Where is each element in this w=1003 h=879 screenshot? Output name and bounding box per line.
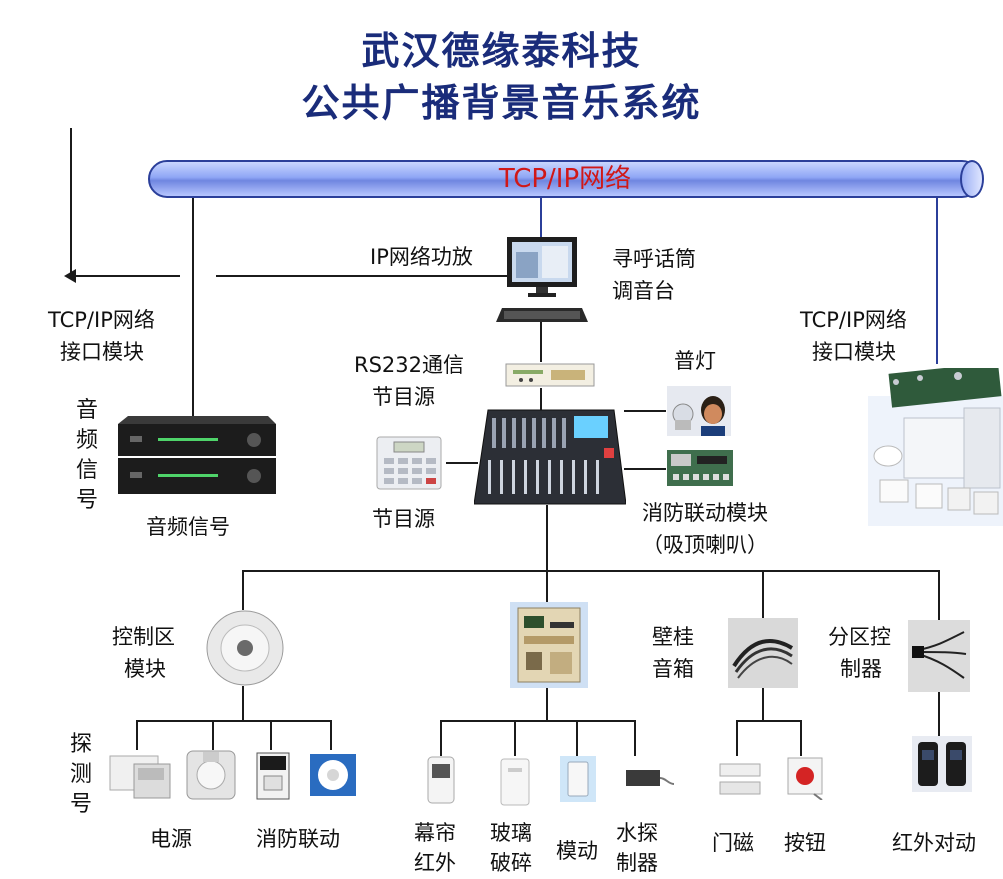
curtain-ir-label-2: 红外 [414,851,456,875]
strobe-light-icon [667,386,731,436]
audio-signal-vertical: 音 频 信 号 [74,396,100,516]
vert-char: 号 [69,792,92,817]
ir-beam-icon [912,736,972,792]
keypad-icon [376,436,442,490]
rs232-label-1: RS232通信 [354,353,465,377]
motion-label: 模动 [556,839,598,863]
paging-mic-label: 寻呼话筒 [612,247,696,271]
door-magnet-label: 门磁 [712,831,754,855]
curtain-ir-icon [426,756,456,804]
security-devices-icon [868,362,1003,526]
ceiling-speaker-label: （吸顶喇叭） [642,533,768,557]
vert-char: 音 [75,398,98,423]
detector-vertical: 探 测 号 [68,730,94,820]
button-label: 按钮 [784,831,826,855]
horn-speaker-icon [206,610,284,686]
fire-link-label: 消防联动 [256,827,340,851]
zone-controller-label-2: 制器 [840,657,882,681]
glass-break-label-1: 玻璃 [490,821,532,845]
ip-amp-label: IP网络功放 [370,245,473,269]
keyboard-icon [496,306,588,324]
power-label: 电源 [150,827,192,851]
program-source-label: 节目源 [372,507,435,531]
control-panel-icon [510,602,588,688]
vert-char: 信 [75,458,98,483]
cable-icon [728,618,798,688]
glass-break-icon [500,758,530,806]
vert-char: 测 [69,762,92,787]
smoke-detector-icon [310,754,356,796]
curtain-ir-label-1: 幕帘 [414,821,456,845]
vert-char: 探 [69,732,92,757]
strobe-label: 普灯 [674,349,716,373]
tcp-right-label-1: TCP/IP网络 [800,308,907,332]
fire-alarm-icon [256,752,290,800]
panic-button-icon [786,756,824,801]
tcp-right-label-2: 接口模块 [812,340,896,364]
zone-controller-label-1: 分区控 [828,625,891,649]
tcp-ip-network-pipe [148,160,981,198]
rs232-label-2: 节目源 [372,385,435,409]
mixer-console-label: 调音台 [612,279,675,303]
tcp-left-label-1: TCP/IP网络 [48,308,155,332]
network-label: TCP/IP网络 [498,164,632,194]
audio-signal-label: 音频信号 [146,515,230,539]
title-line-2: 公共广播背景音乐系统 [301,81,702,125]
computer-monitor-icon [506,236,578,298]
water-probe-icon [624,766,675,790]
rs232-module-icon [505,362,595,388]
amplifier-icon [118,416,276,496]
fire-module-board-icon [667,450,733,486]
motion-icon [560,756,596,802]
control-zone-label-1: 控制区 [112,625,175,649]
ceiling-detector-icon [186,750,236,800]
vert-char: 号 [75,488,98,513]
wall-speaker-label-2: 音箱 [652,657,694,681]
tcp-left-label-2: 接口模块 [60,340,144,364]
fire-module-label: 消防联动模块 [642,501,768,525]
water-probe-label-1: 水探 [616,821,658,845]
title-line-1: 武汉德缘泰科技 [361,29,642,73]
vert-char: 频 [75,428,98,453]
water-probe-label-2: 制器 [616,851,658,875]
ir-beam-label: 红外对动 [892,831,976,855]
pipe-end-cap [960,160,984,198]
control-zone-label-2: 模块 [124,657,166,681]
mixer-console-icon [473,408,627,506]
door-magnet-icon [718,760,762,800]
pir-detector-icon [108,750,172,802]
wall-speaker-label-1: 壁桂 [652,625,694,649]
sensor-icon [908,620,970,692]
glass-break-label-2: 破碎 [490,851,532,875]
